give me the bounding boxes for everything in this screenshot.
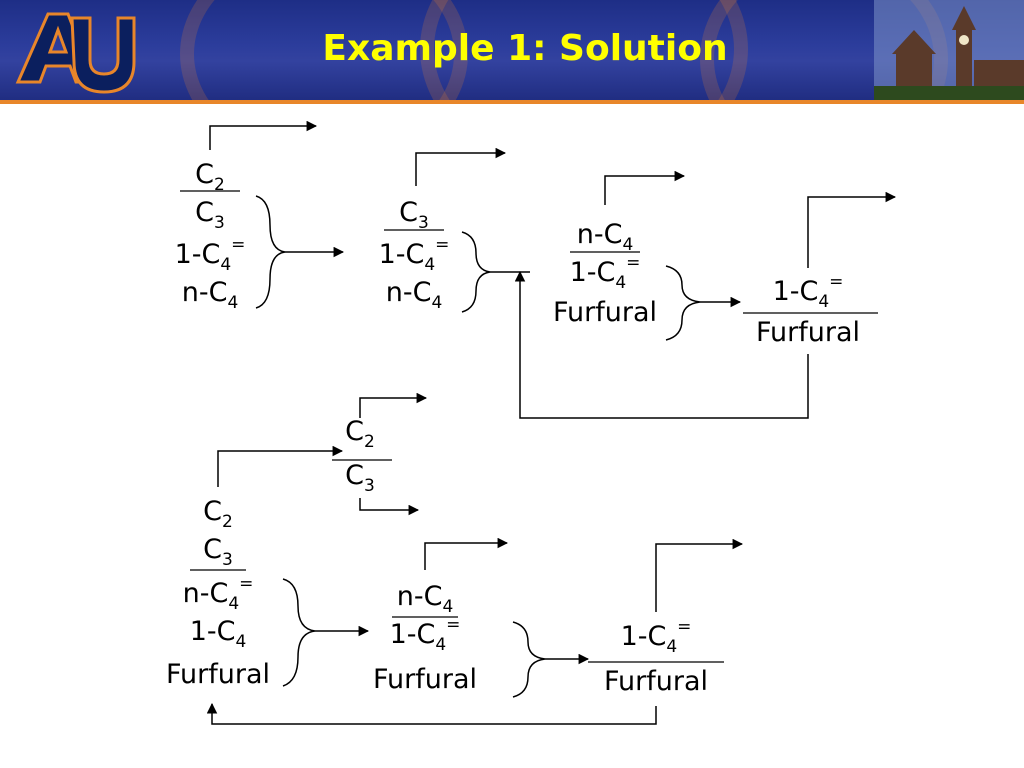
stream-label: C3 <box>203 534 233 570</box>
stream-label: C2 <box>345 416 375 452</box>
bottoms-brace <box>665 265 701 341</box>
stream-label: C3 <box>345 460 375 496</box>
recycle-arrow <box>206 702 657 725</box>
stream-label: 1-C4= <box>621 617 692 657</box>
stream-label: C2 <box>203 496 233 532</box>
stream-label: n-C4= <box>183 574 254 614</box>
top-column-4: 1-C4= Furfural <box>756 272 860 348</box>
stream-label: C3 <box>195 197 225 233</box>
bottoms-brace <box>282 578 316 687</box>
campus-building-icon <box>874 0 1024 100</box>
bottoms-brace <box>255 195 286 309</box>
top-product-arrow <box>415 147 507 186</box>
stream-label: Furfural <box>373 664 477 695</box>
stream-label: 1-C4= <box>390 615 461 655</box>
stream-label: 1-C4= <box>379 235 450 275</box>
top-product-arrow <box>217 445 344 487</box>
stream-label: 1-C4= <box>175 235 246 275</box>
bottom-column-1: C2 C3 n-C4= 1-C4 Furfural <box>166 496 270 690</box>
top-column-3: n-C4 1-C4= Furfural <box>553 219 657 328</box>
top-product-arrow <box>655 538 744 612</box>
stream-label: C2 <box>195 159 225 195</box>
top-product-arrow <box>807 191 897 268</box>
bottoms-brace <box>512 621 546 698</box>
stream-label: 1-C4= <box>773 272 844 312</box>
stream-label: n-C4 <box>386 277 443 313</box>
bottom-column-2: C2 C3 <box>345 416 375 496</box>
stream-label: Furfural <box>553 297 657 328</box>
stream-label: n-C4 <box>397 581 454 617</box>
top-product-arrow <box>359 392 428 418</box>
stream-label: C3 <box>399 197 429 233</box>
top-column-1: C2 C3 1-C4= n-C4 <box>175 159 246 313</box>
stream-label: 1-C4= <box>570 253 641 293</box>
stream-label: Furfural <box>166 659 270 690</box>
top-product-arrow <box>424 537 509 570</box>
top-product-arrow <box>604 170 686 205</box>
bottom-column-3: n-C4 1-C4= Furfural <box>373 581 477 695</box>
bottoms-brace <box>461 231 491 313</box>
stream-label: Furfural <box>604 666 708 697</box>
recycle-arrow <box>514 270 809 419</box>
auburn-au-logo-icon: AU <box>15 12 136 94</box>
stream-label: n-C4 <box>182 277 239 313</box>
stream-label: n-C4 <box>577 219 634 255</box>
stream-label: Furfural <box>756 317 860 348</box>
bottom-product-arrow <box>359 498 420 516</box>
top-product-arrow <box>209 120 318 150</box>
top-column-2: C3 1-C4= n-C4 <box>379 197 450 313</box>
bottom-column-4: 1-C4= Furfural <box>604 617 708 697</box>
slide-title: Example 1: Solution <box>322 28 728 69</box>
stream-label: 1-C4 <box>190 616 247 652</box>
header-accent-line <box>0 100 1024 104</box>
